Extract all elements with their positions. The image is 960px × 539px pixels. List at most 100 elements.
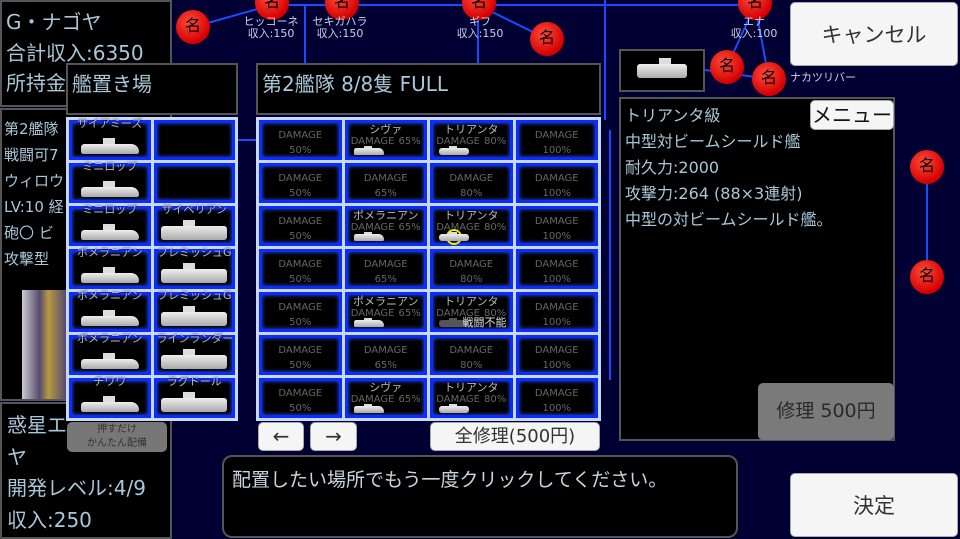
dock-slot[interactable]: ミニロップ <box>69 160 151 203</box>
damage-value: 50% <box>289 145 312 156</box>
cancel-button[interactable]: キャンセル <box>790 2 958 66</box>
map-node[interactable]: 名 <box>910 260 944 294</box>
damage-label: DAMAGE <box>449 173 494 184</box>
planet-name-cont: ヤ <box>7 445 27 469</box>
ship-name: ミニロップ <box>82 160 138 173</box>
damage-value: 65% <box>374 360 397 371</box>
dock-slot[interactable]: サイアミーズ <box>69 117 151 160</box>
prev-page-button[interactable]: ← <box>258 422 304 451</box>
ship-name: ミニロップ <box>82 203 138 216</box>
damage-label: DAMAGE <box>436 222 480 233</box>
damage-label: DAMAGE <box>534 216 579 227</box>
ok-button[interactable]: 決定 <box>790 473 958 537</box>
map-node-label: セキガハラ収入:150 <box>312 15 368 40</box>
map-node[interactable]: 名 <box>752 62 786 96</box>
damage-label: DAMAGE <box>436 136 480 147</box>
dock-slot[interactable] <box>153 120 235 160</box>
fleet-slot[interactable]: DAMAGE 50% <box>259 206 342 246</box>
dock-slot[interactable]: フレミッシュG <box>153 246 235 289</box>
damage-value: 80% <box>484 394 507 405</box>
damage-value: 50% <box>289 231 312 242</box>
repair-all-button[interactable]: 全修理(500円) <box>430 422 600 451</box>
damage-label: DAMAGE <box>436 394 480 405</box>
ship-name: サイベリアン <box>161 203 228 216</box>
ship-name: シヴァ <box>369 123 403 136</box>
dock-slot[interactable]: ポメラニアン <box>69 289 151 332</box>
map-node[interactable]: 名 <box>325 0 359 20</box>
dock-slot[interactable]: ポメラニアン <box>69 246 151 289</box>
detail-line: 耐久力:2000 <box>625 158 720 177</box>
repair-button[interactable]: 修理 500円 <box>758 383 894 440</box>
ship-name: サイアミーズ <box>77 117 143 130</box>
map-node[interactable]: 名 <box>738 0 772 20</box>
ship-sprite <box>161 349 228 369</box>
auto-deploy-button[interactable]: 押すだけかんたん配備 <box>67 422 167 452</box>
planet-income: 収入:250 <box>7 508 92 532</box>
damage-value: 100% <box>542 145 572 156</box>
map-node[interactable]: 名 <box>176 10 210 44</box>
ship-sprite <box>637 58 687 78</box>
ship-sprite <box>353 318 384 327</box>
ship-sprite <box>161 220 228 240</box>
dock-slot[interactable]: サイベリアン <box>153 203 235 246</box>
map-node[interactable]: 名 <box>710 50 744 84</box>
damage-value: 65% <box>374 274 397 285</box>
dock-slot[interactable]: ポメラニアン <box>69 332 151 375</box>
menu-button[interactable]: メニュー <box>810 100 894 130</box>
map-node[interactable]: 名 <box>530 22 564 56</box>
damage-label: DAMAGE <box>278 216 323 227</box>
map-node[interactable]: 名 <box>255 0 289 20</box>
dock-slot[interactable] <box>153 163 235 203</box>
damage-value: 50% <box>289 317 312 328</box>
dock-slot[interactable]: ラグドール <box>153 375 235 418</box>
map-node[interactable]: 名 <box>910 150 944 184</box>
dock-slot[interactable]: ラインランダー <box>153 332 235 375</box>
next-page-button[interactable]: → <box>310 422 357 451</box>
damage-label: DAMAGE <box>278 388 323 399</box>
ship-sprite <box>353 146 384 155</box>
message-box: 配置したい場所でもう一度クリックしてください。 <box>222 455 738 538</box>
map-node[interactable]: 名 <box>462 0 496 20</box>
dock-slot[interactable]: ミニロップ <box>69 203 151 246</box>
fleet-info-line: 攻撃型 <box>4 250 50 268</box>
damage-value: 100% <box>542 274 572 285</box>
dock-slot[interactable]: チワワ <box>69 375 151 418</box>
dock-slot[interactable]: フレミッシュG <box>153 289 235 332</box>
ship-sprite <box>80 181 139 197</box>
